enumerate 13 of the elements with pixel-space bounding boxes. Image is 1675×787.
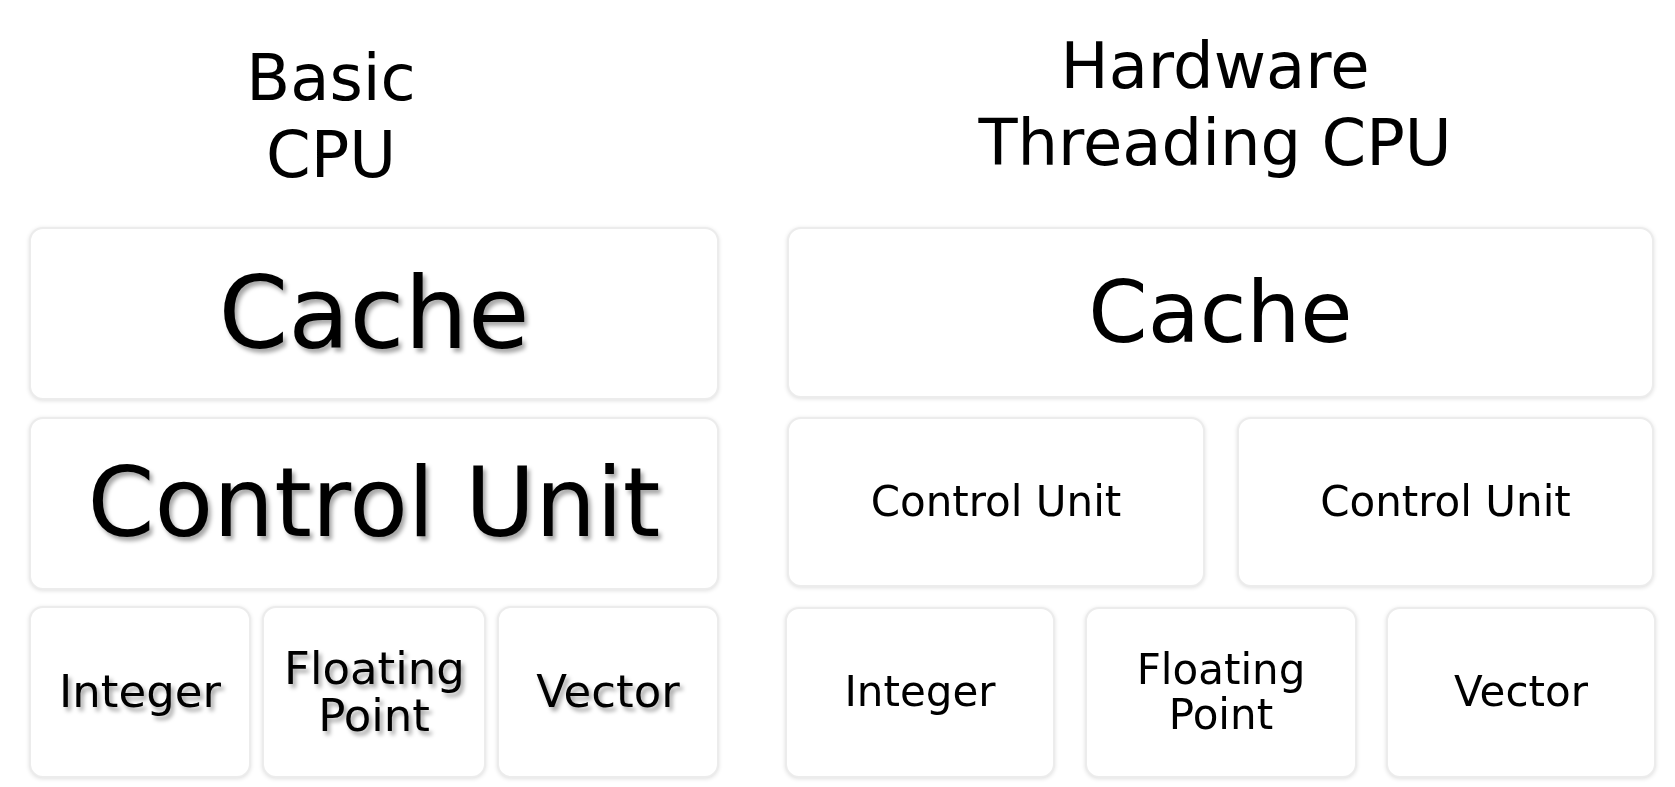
component-label: Floating Point [284, 644, 464, 740]
component-label: Vector [536, 668, 680, 716]
component-label: Control Unit [870, 479, 1122, 525]
component-label: Control Unit [87, 453, 661, 554]
column-heading: Hardware Threading CPU [977, 28, 1453, 182]
column-heading: Basic CPU [245, 40, 417, 194]
component-label: Control Unit [1320, 479, 1571, 525]
component-label: Cache [218, 261, 530, 366]
component-label: Integer [844, 670, 996, 715]
component-label: Integer [59, 668, 221, 716]
component-label: Floating Point [1135, 648, 1307, 737]
component-label: Vector [1454, 670, 1588, 715]
component-label: Cache [1088, 267, 1353, 358]
